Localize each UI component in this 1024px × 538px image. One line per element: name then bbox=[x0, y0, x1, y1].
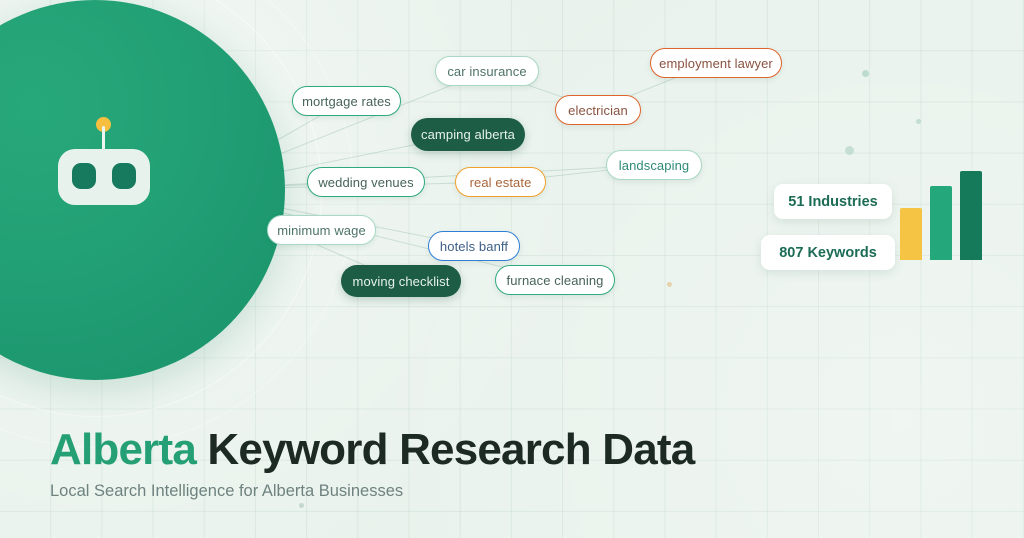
robot-eye-left-icon bbox=[72, 163, 96, 189]
keyword-pill[interactable]: mortgage rates bbox=[292, 86, 401, 116]
page-title-rest: Keyword Research Data bbox=[196, 425, 695, 474]
decorative-dot bbox=[845, 146, 854, 155]
decorative-dot bbox=[916, 119, 921, 124]
bar-chart bbox=[900, 160, 982, 260]
page-title: Alberta Keyword Research Data bbox=[50, 425, 695, 475]
bar-chart-bar-3 bbox=[960, 171, 982, 260]
keyword-pill[interactable]: electrician bbox=[555, 95, 641, 125]
keyword-pill[interactable]: landscaping bbox=[606, 150, 702, 180]
robot-antenna-stem-icon bbox=[102, 126, 105, 153]
stat-card: 807 Keywords bbox=[761, 235, 895, 270]
robot-icon bbox=[58, 115, 150, 205]
stat-card: 51 Industries bbox=[774, 184, 892, 219]
keyword-pill[interactable]: furnace cleaning bbox=[495, 265, 615, 295]
keyword-pill[interactable]: moving checklist bbox=[341, 265, 461, 297]
robot-head-icon bbox=[58, 149, 150, 205]
page-title-accent: Alberta bbox=[50, 425, 197, 474]
robot-antenna-ball-icon bbox=[96, 117, 111, 132]
bar-chart-bar-1 bbox=[900, 208, 922, 260]
keyword-pill[interactable]: camping alberta bbox=[411, 118, 525, 151]
page-subtitle: Local Search Intelligence for Alberta Bu… bbox=[50, 482, 404, 500]
robot-eye-right-icon bbox=[112, 163, 136, 189]
keyword-pill[interactable]: employment lawyer bbox=[650, 48, 782, 78]
bar-chart-bar-2 bbox=[930, 186, 952, 260]
keyword-pill[interactable]: hotels banff bbox=[428, 231, 520, 261]
keyword-pill[interactable]: wedding venues bbox=[307, 167, 425, 197]
decorative-dot bbox=[862, 70, 869, 77]
keyword-pill[interactable]: minimum wage bbox=[267, 215, 376, 245]
keyword-pill[interactable]: car insurance bbox=[435, 56, 539, 86]
decorative-dot bbox=[667, 282, 672, 287]
keyword-pill[interactable]: real estate bbox=[455, 167, 546, 197]
decorative-dot bbox=[299, 503, 304, 508]
